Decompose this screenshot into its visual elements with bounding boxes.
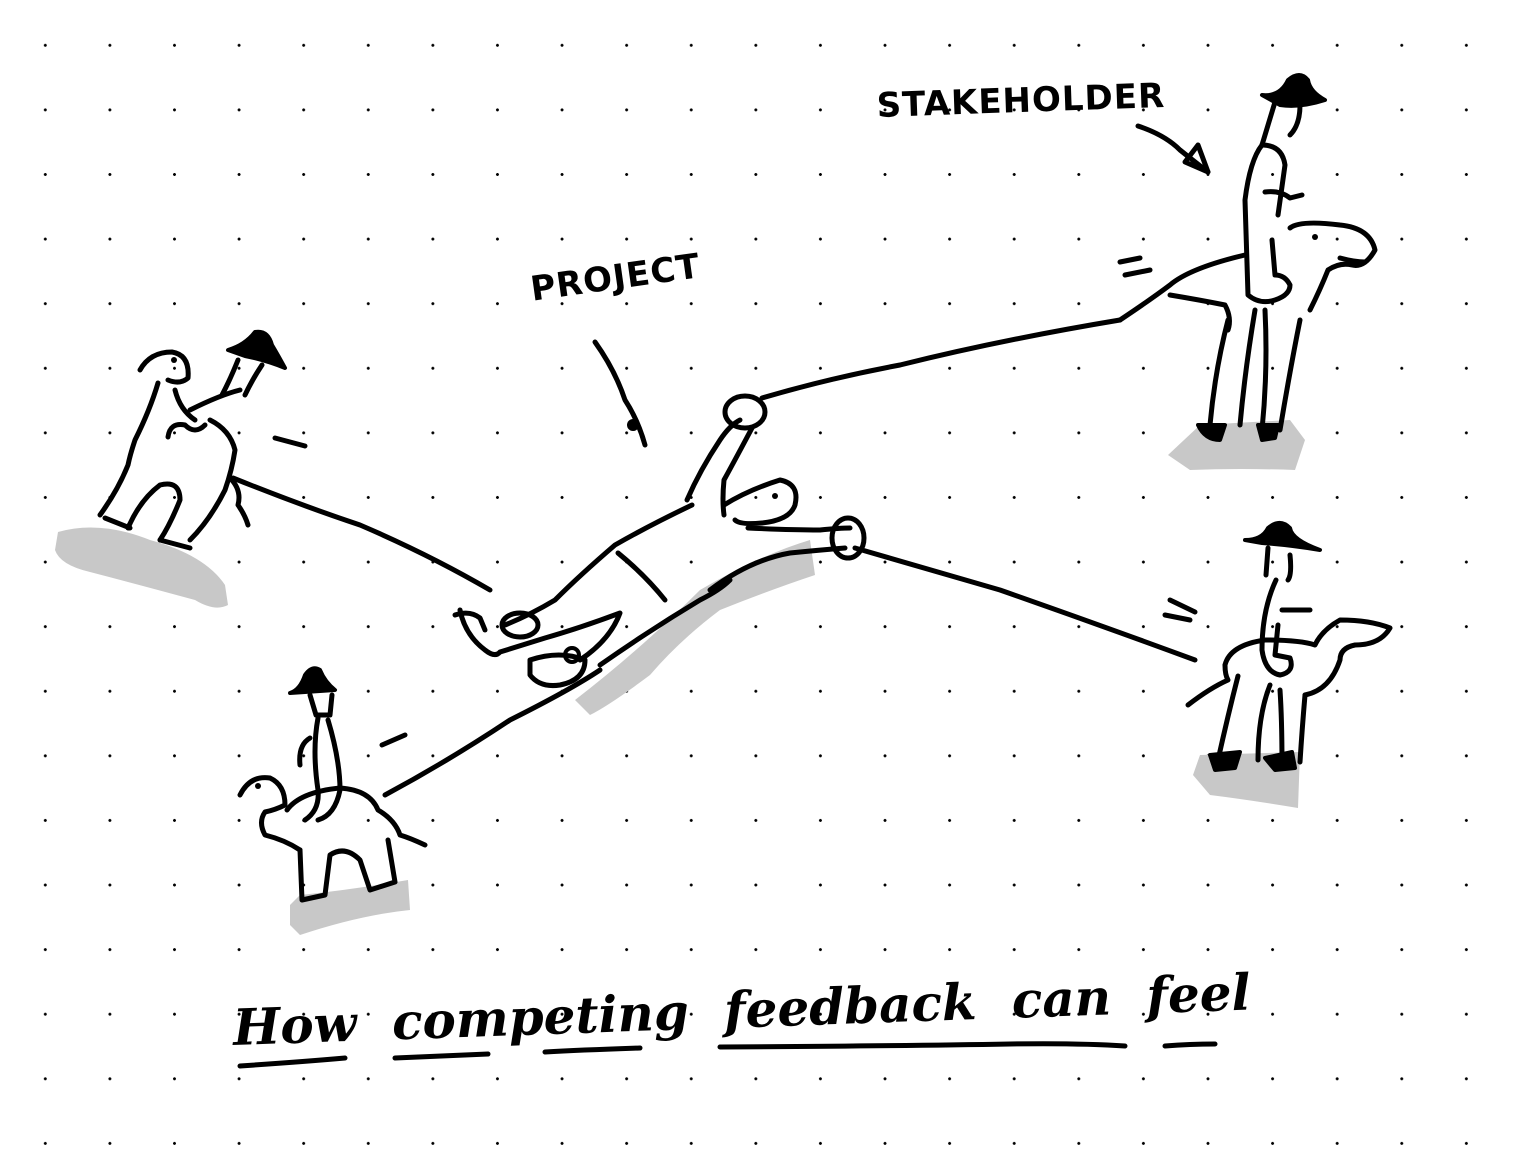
shadow-top-left xyxy=(55,527,228,608)
rider-top-right xyxy=(1117,73,1378,442)
shadow-bottom-left xyxy=(290,880,410,935)
rope-bottom-left xyxy=(382,667,603,798)
rider-top-left xyxy=(97,329,308,551)
caption-underline-how xyxy=(237,1055,348,1069)
caption-underline-com xyxy=(392,1051,491,1061)
caption-underline-peting xyxy=(542,1045,643,1055)
rider-bottom-left xyxy=(237,666,428,903)
project-arrow xyxy=(592,339,648,448)
caption-underline-feel xyxy=(1162,1041,1218,1049)
rider-bottom-right xyxy=(1162,521,1393,772)
rope-bottom-right xyxy=(852,545,1198,663)
rope-top-left xyxy=(230,475,493,593)
shadow-top-right xyxy=(1168,420,1305,470)
rope-top-right xyxy=(759,317,1123,401)
project-arrow-head xyxy=(627,419,639,431)
project-figure xyxy=(452,393,867,688)
caption-underline-feedback-can xyxy=(717,1041,1128,1050)
shadow-project xyxy=(575,540,815,715)
